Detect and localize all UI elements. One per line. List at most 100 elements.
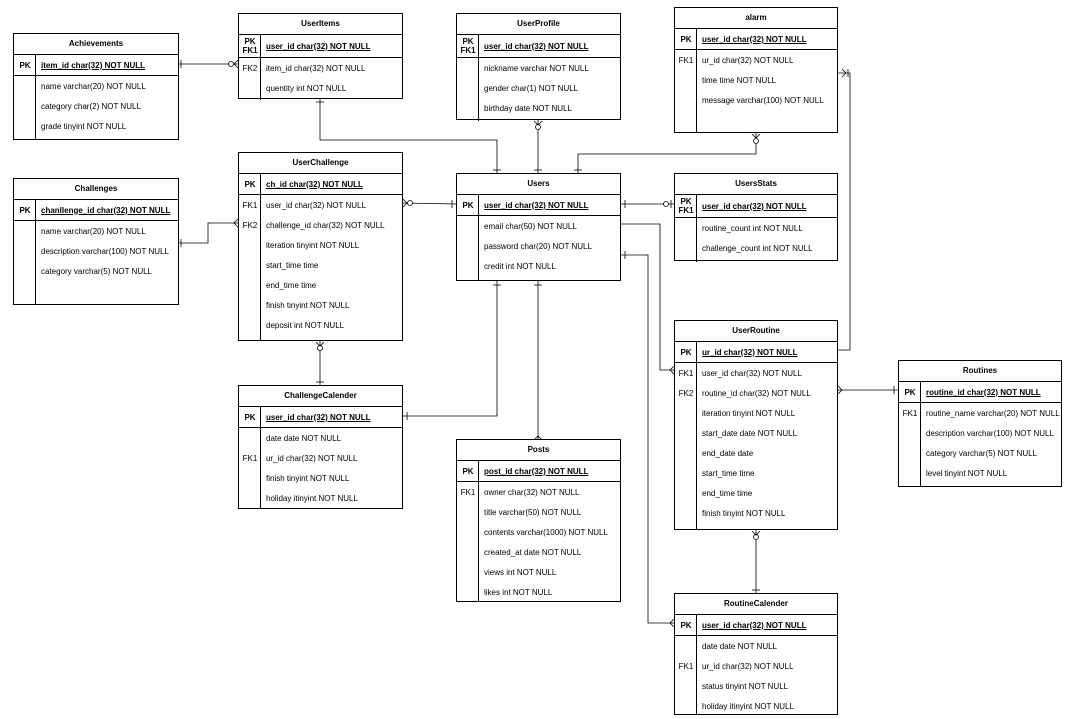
field-column: user_id char(32) NOT NULL: [261, 407, 402, 427]
attribute-field: start_time time: [266, 260, 319, 270]
primary-key-section: PK ch_id char(32) NOT NULL: [239, 174, 402, 195]
attribute-field: iteration tinyint NOT NULL: [702, 408, 796, 418]
entity-title: Achievements: [14, 34, 178, 55]
key-label: [675, 503, 697, 523]
key-label: [239, 488, 261, 508]
attribute-field: category char(2) NOT NULL: [41, 101, 141, 111]
attribute-field: start_date date NOT NULL: [702, 428, 798, 438]
key-label: FK1: [902, 408, 918, 418]
key-label: [457, 256, 479, 276]
key-column: PK: [457, 461, 479, 481]
key-label: [675, 403, 697, 423]
attribute-section: FK1 routine_name varchar(20) NOT NULL desc…: [899, 403, 1061, 486]
attribute-field: message varchar(100) NOT NULL: [702, 95, 824, 105]
key-label: FK1: [678, 368, 694, 378]
key-column: PK: [675, 29, 697, 49]
key-column: PK: [899, 382, 921, 402]
attribute-field: date date NOT NULL: [266, 433, 342, 443]
primary-key-field: user_id char(32) NOT NULL: [702, 620, 807, 630]
attribute-field: contents varchar(1000) NOT NULL: [484, 527, 608, 537]
key-label: [899, 463, 921, 483]
attribute-field: quentity int NOT NULL: [266, 83, 347, 93]
key-label: PK FK1: [460, 37, 476, 55]
key-label: FK1: [242, 200, 258, 210]
primary-key-field: user_id char(32) NOT NULL: [266, 412, 371, 422]
attribute-field: description varchar(100) NOT NULL: [926, 428, 1054, 438]
primary-key-section: PK user_id char(32) NOT NULL: [239, 407, 402, 428]
key-label: [675, 443, 697, 463]
key-column: PK: [457, 195, 479, 215]
primary-key-section: PK FK1 user_id char(32) NOT NULL: [457, 35, 620, 58]
key-label: [457, 502, 479, 522]
attribute-field: holiday itinyint NOT NULL: [702, 701, 794, 711]
primary-key-field: ch_id char(32) NOT NULL: [266, 179, 363, 189]
field-column: user_id char(32) NOT NULL: [261, 35, 402, 57]
attribute-field: gender char(1) NOT NULL: [484, 83, 579, 93]
key-column: PK: [14, 55, 36, 75]
primary-key-field: chanllenge_id char(32) NOT NULL: [41, 205, 171, 215]
attribute-field: routine_name varchar(20) NOT NULL: [926, 408, 1060, 418]
attribute-field: views int NOT NULL: [484, 567, 557, 577]
entity-title: alarm: [675, 8, 837, 29]
key-column: [675, 218, 697, 262]
primary-key-field: post_id char(32) NOT NULL: [484, 466, 589, 476]
field-column: user_id char(32) NOT NULL: [697, 195, 837, 217]
key-label: PK: [19, 60, 31, 70]
entity-title: ChallengeCalender: [239, 386, 402, 407]
attribute-field: name varchar(20) NOT NULL: [41, 226, 146, 236]
primary-key-field: user_id char(32) NOT NULL: [484, 41, 589, 51]
entity-title: Users: [457, 174, 620, 195]
attribute-field: credit int NOT NULL: [484, 261, 556, 271]
primary-key-field: routine_id char(32) NOT NULL: [926, 387, 1041, 397]
field-column: routine_name varchar(20) NOT NULL descrip…: [921, 403, 1061, 486]
key-column: FK2: [239, 58, 261, 100]
key-column: PK: [239, 174, 261, 194]
key-column: PK FK1: [239, 35, 261, 57]
key-column: PK: [14, 200, 36, 220]
entity-title: UserItems: [239, 14, 402, 35]
field-column: routine_id char(32) NOT NULL: [921, 382, 1061, 402]
entity-title: Routines: [899, 361, 1061, 382]
attribute-field: ur_id char(32) NOT NULL: [702, 55, 794, 65]
key-label: FK2: [242, 63, 258, 73]
attribute-field: date date NOT NULL: [702, 641, 778, 651]
key-label: PK: [244, 179, 256, 189]
field-column: ur_id char(32) NOT NULL: [697, 342, 837, 362]
key-label: [457, 58, 479, 78]
attribute-field: item_id char(32) NOT NULL: [266, 63, 366, 73]
attribute-field: time time NOT NULL: [702, 75, 777, 85]
entity-title: UserProfile: [457, 14, 620, 35]
attribute-field: finish tinyint NOT NULL: [702, 508, 786, 518]
key-label: [675, 696, 697, 716]
key-label: [457, 78, 479, 98]
primary-key-field: user_id char(32) NOT NULL: [702, 34, 807, 44]
attribute-field: routine_id char(32) NOT NULL: [702, 388, 811, 398]
attribute-field: deposit int NOT NULL: [266, 320, 345, 330]
key-label: [239, 428, 261, 448]
key-label: [14, 116, 36, 136]
attribute-field: end_date date: [702, 448, 754, 458]
rel-users-routinecalender: [621, 254, 674, 624]
key-label: [239, 235, 261, 255]
key-label: [457, 98, 479, 118]
key-column: FK1: [675, 50, 697, 132]
key-label: [14, 241, 36, 261]
key-column: PK: [239, 407, 261, 427]
